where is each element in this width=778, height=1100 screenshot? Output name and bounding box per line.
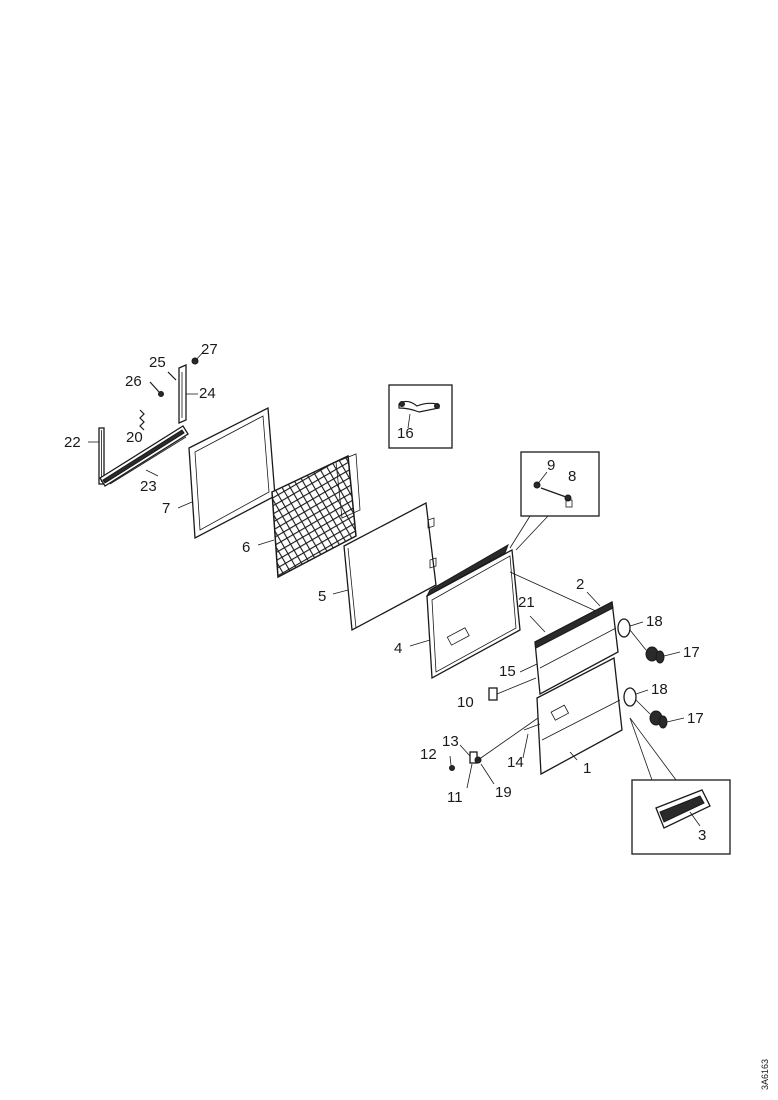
callout-labels: 1 2 3 4 5 6 7 8 9 10 11 12 13 14 15 16 1… xyxy=(64,341,706,844)
callout-17-upper: 17 xyxy=(683,644,700,661)
part-6-mesh-screen xyxy=(271,453,361,579)
document-id: 3A6163 xyxy=(760,1059,770,1090)
callout-7: 7 xyxy=(162,500,170,517)
callout-18-upper: 18 xyxy=(646,613,663,630)
callout-17-lower: 17 xyxy=(687,710,704,727)
part-3-inset xyxy=(629,717,731,855)
callout-23: 23 xyxy=(140,478,157,495)
part-8-9-inset xyxy=(520,451,600,517)
callout-15: 15 xyxy=(499,663,516,680)
part-2-upper-panel xyxy=(534,600,619,696)
part-22-rod xyxy=(98,427,105,485)
callout-16: 16 xyxy=(397,425,414,442)
callout-2: 2 xyxy=(576,576,584,593)
callout-3: 3 xyxy=(698,827,706,844)
part-23-hinge-rail xyxy=(99,425,189,487)
leader-4-2 xyxy=(509,571,599,613)
part-5-glass-panel xyxy=(343,501,437,632)
part-10-block xyxy=(488,677,537,701)
callout-18-lower: 18 xyxy=(651,681,668,698)
callout-24: 24 xyxy=(199,385,216,402)
callout-4: 4 xyxy=(394,640,402,657)
part-4-inner-door xyxy=(425,543,521,680)
part-21-leader xyxy=(529,615,546,633)
callout-19: 19 xyxy=(495,784,512,801)
part-25-clip xyxy=(167,371,177,381)
callout-11: 11 xyxy=(447,789,463,806)
part-15-pin xyxy=(519,663,538,673)
callout-27: 27 xyxy=(201,341,218,358)
callout-6: 6 xyxy=(242,539,250,556)
callout-10: 10 xyxy=(457,694,474,711)
callout-5: 5 xyxy=(318,588,326,605)
part-7-door-frame xyxy=(188,406,276,540)
callout-14: 14 xyxy=(507,754,524,771)
callout-leaders xyxy=(88,393,701,827)
callout-9: 9 xyxy=(547,457,555,474)
callout-20: 20 xyxy=(126,429,143,446)
callout-12: 12 xyxy=(420,746,437,763)
callout-13: 13 xyxy=(442,733,459,750)
part-20-spring xyxy=(139,409,145,431)
callout-22: 22 xyxy=(64,434,81,451)
part-11-12-13-19-hardware xyxy=(449,717,541,771)
part-18-17-lower xyxy=(623,687,668,729)
part-18-17-upper xyxy=(617,618,665,664)
part-1-main-door xyxy=(536,656,623,776)
callout-21: 21 xyxy=(518,594,535,611)
callout-25: 25 xyxy=(149,354,166,371)
callout-26: 26 xyxy=(125,373,142,390)
callout-1: 1 xyxy=(583,760,591,777)
part-16-inset xyxy=(388,384,453,449)
part-26-screw xyxy=(149,381,164,397)
inset-leaders xyxy=(509,515,549,551)
part-24-bracket xyxy=(178,364,187,424)
callout-8: 8 xyxy=(568,468,576,485)
part-27-screw xyxy=(191,349,206,365)
